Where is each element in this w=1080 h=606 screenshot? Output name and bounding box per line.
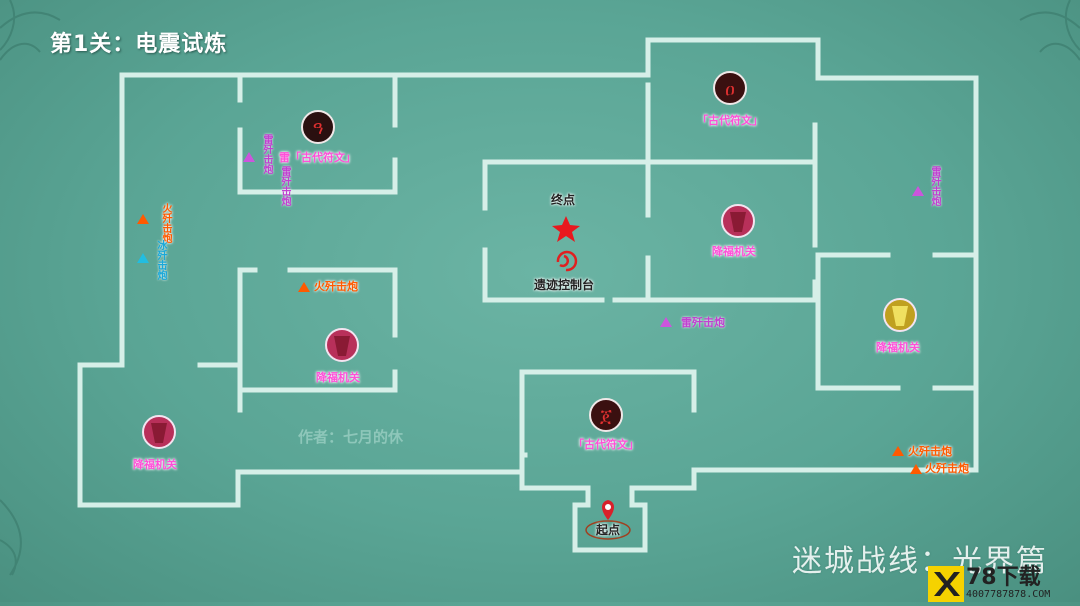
fire-cannon-label: 火歼击炮 — [314, 280, 358, 293]
thunder-cannon-label: 雷歼击炮 — [929, 166, 940, 206]
watermark-text: 78下载 — [966, 565, 1041, 590]
thunder-cannon-label: 雷歼击炮 — [261, 134, 272, 174]
site-watermark: 78下载 4007787878.COM — [928, 566, 1080, 602]
rune-icon: ጀ — [589, 398, 623, 432]
svg-text:ጀ: ጀ — [600, 406, 612, 427]
fire-cannon-marker-icon — [892, 446, 904, 456]
watermark-url: 4007787878.COM — [966, 589, 1051, 600]
rune-label: 「古代符文」 — [573, 438, 639, 451]
control-console-label: 遗迹控制台 — [534, 278, 595, 292]
thunder-cannon-label: 雷歼击炮 — [279, 166, 290, 206]
start-point-label: 起点 — [596, 523, 621, 537]
rune-label: 雷「古代符文」 — [279, 151, 356, 164]
fire-cannon-label: 火歼击炮 — [908, 445, 952, 458]
thunder-cannon-marker-icon — [912, 186, 924, 196]
rune-icon: ዓ — [301, 110, 335, 144]
ice-cannon-marker-icon — [137, 253, 149, 263]
boss-label: 降福机关 — [316, 371, 360, 384]
boss-mechanism-icon — [721, 204, 755, 238]
rune-label: 「古代符文」 — [697, 114, 763, 127]
boss-mechanism-icon — [142, 415, 176, 449]
fire-cannon-marker-icon — [137, 214, 149, 224]
map-walls — [77, 37, 979, 553]
fire-cannon-marker-icon — [298, 282, 310, 292]
thunder-cannon-marker-icon — [660, 317, 672, 327]
start-pin-icon — [585, 500, 631, 540]
game-subtitle: 迷城战线：光界篇 — [792, 544, 1048, 579]
boss-mechanism-icon — [883, 298, 917, 332]
end-point-label: 终点 — [551, 193, 576, 207]
boss-label: 降福机关 — [876, 341, 920, 354]
fire-cannon-label: 火歼击炮 — [925, 462, 969, 475]
end-star-icon — [552, 216, 580, 242]
thunder-cannon-marker-icon — [243, 152, 255, 162]
ice-cannon-label: 冰歼击炮 — [155, 240, 166, 280]
corner-ornament-icon — [0, 0, 1080, 576]
console-swirl-icon — [556, 250, 578, 272]
level-title: 第1关：电震试炼 — [50, 32, 228, 57]
thunder-cannon-label: 雷歼击炮 — [681, 316, 725, 329]
svg-text:ዓ: ዓ — [313, 118, 324, 139]
rune-icon: ዐ — [713, 71, 747, 105]
fire-cannon-label: 火歼击炮 — [160, 203, 171, 243]
author-credit: 作者：七月的休 — [298, 428, 404, 446]
boss-label: 降福机关 — [133, 458, 177, 471]
x-logo-icon — [928, 566, 964, 602]
boss-label: 降福机关 — [712, 245, 756, 258]
svg-text:ዐ: ዐ — [725, 79, 735, 100]
boss-mechanism-icon — [325, 328, 359, 362]
fire-cannon-marker-icon — [910, 464, 922, 474]
